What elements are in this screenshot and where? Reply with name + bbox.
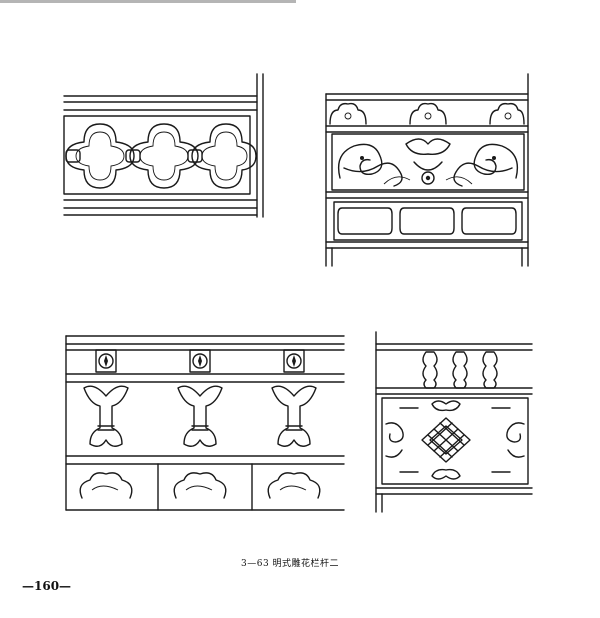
figure-scroll-railing	[320, 72, 534, 268]
baluster-post-middle	[452, 351, 468, 389]
corner-scroll-left	[385, 407, 419, 473]
cloud-panel-middle	[173, 472, 227, 499]
baluster-post-right	[482, 351, 498, 389]
top-edge-rule	[0, 0, 296, 3]
rosette-left	[95, 349, 117, 373]
figure-caption: 3—63 明式雕花栏杆二	[241, 559, 340, 569]
cloud-block-left	[329, 102, 367, 125]
rosette-right	[283, 349, 305, 373]
baluster-right	[271, 385, 317, 447]
rosette-middle	[189, 349, 211, 373]
quatrefoil-ring-right	[191, 123, 257, 189]
baluster-left	[83, 385, 129, 447]
cloud-block-center	[409, 102, 447, 125]
figure-knot-railing	[370, 328, 534, 514]
baluster-post-left	[422, 351, 438, 389]
cloud-panel-right	[267, 472, 321, 499]
endless-knot-motif	[421, 400, 471, 480]
figure-quatrefoil-railing	[60, 72, 270, 220]
baluster-middle	[177, 385, 223, 447]
quatrefoil-ring-middle	[129, 123, 199, 189]
figure-baluster-railing	[62, 330, 346, 516]
quatrefoil-ring-left	[65, 123, 135, 189]
corner-scroll-right	[491, 407, 525, 473]
page-number: —160—	[22, 579, 72, 593]
cloud-panel-left	[79, 472, 133, 499]
scroll-carving-panel	[337, 138, 519, 187]
cloud-block-right	[489, 102, 525, 125]
